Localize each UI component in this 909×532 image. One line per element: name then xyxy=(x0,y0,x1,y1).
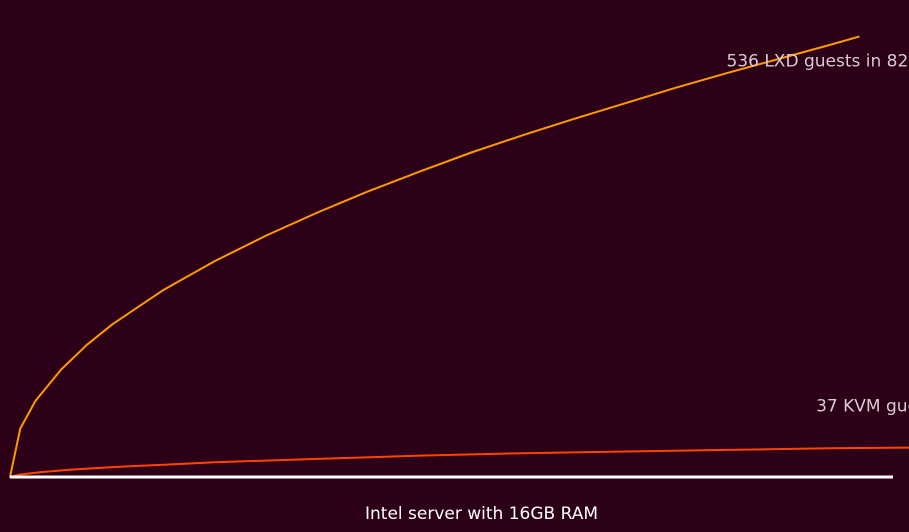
series-line-1 xyxy=(9,446,909,478)
series-layer xyxy=(9,35,909,478)
series-line-0 xyxy=(9,35,860,478)
annotation-kvm: 37 KVM guests in 943 seconds xyxy=(816,396,909,416)
x-axis-label: Intel server with 16GB RAM xyxy=(365,504,598,524)
annotation-lxd: 536 LXD guests in 828 seconds xyxy=(726,51,909,71)
